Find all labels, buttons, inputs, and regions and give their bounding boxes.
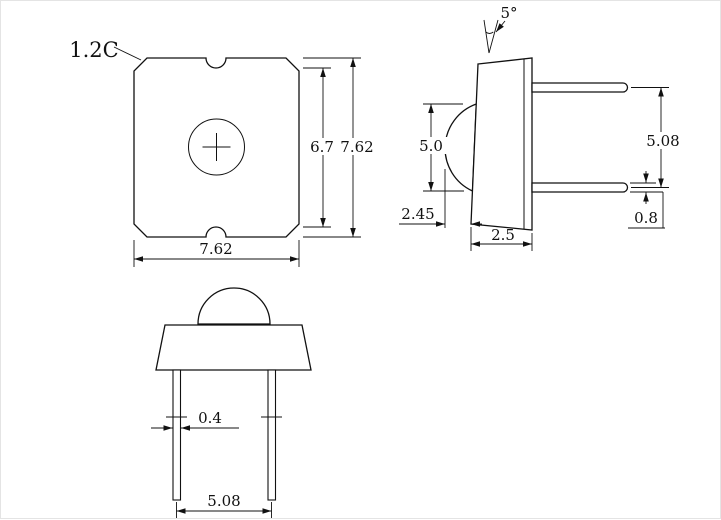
dim-label-lens-offset: 2.45: [401, 205, 434, 223]
front-dome: [197, 287, 271, 325]
angle-leg-line: [483, 19, 490, 54]
dim-label-outer-height: 7.62: [340, 138, 373, 156]
angle-leg-line: [488, 19, 499, 54]
label-backing: [307, 138, 337, 155]
side-view: 5° 5.0 2.45 2.5 5.08 0.8: [399, 4, 684, 251]
angle-leader-arrow: [495, 20, 506, 33]
dim-label-body-thickness: 2.5: [491, 226, 515, 244]
side-body-outline: [470, 57, 533, 231]
dim-label-pin-pitch: 5.08: [646, 132, 679, 150]
dim-label-pin-width: 0.8: [634, 209, 658, 227]
label-backing: [338, 138, 376, 155]
dim-label-lead-pitch: 5.08: [207, 492, 240, 510]
pin-top: [531, 82, 629, 93]
label-backing: [414, 137, 448, 154]
front-body-outline: [155, 324, 312, 371]
lens-profile: [444, 103, 477, 192]
dim-label-lead-width: 0.4: [198, 409, 222, 427]
angle-arc: [485, 31, 494, 34]
dim-label-lens-diameter: 5.0: [419, 137, 443, 155]
chamfer-leader-line: [113, 46, 142, 61]
top-view: 1.2C 6.7 7.62 7.62: [69, 38, 376, 267]
chamfer-note-label: 1.2C: [69, 38, 118, 62]
lens-circle: [188, 118, 245, 176]
dim-label-draft-angle: 5°: [500, 4, 517, 22]
label-backing: [642, 132, 684, 149]
dim-label-inner-height: 6.7: [310, 138, 334, 156]
lead-right: [267, 369, 277, 501]
pin-bottom: [531, 182, 629, 193]
dim-label-width: 7.62: [199, 240, 232, 258]
lead-left: [172, 369, 182, 501]
front-view: 0.4 5.08: [151, 287, 312, 518]
